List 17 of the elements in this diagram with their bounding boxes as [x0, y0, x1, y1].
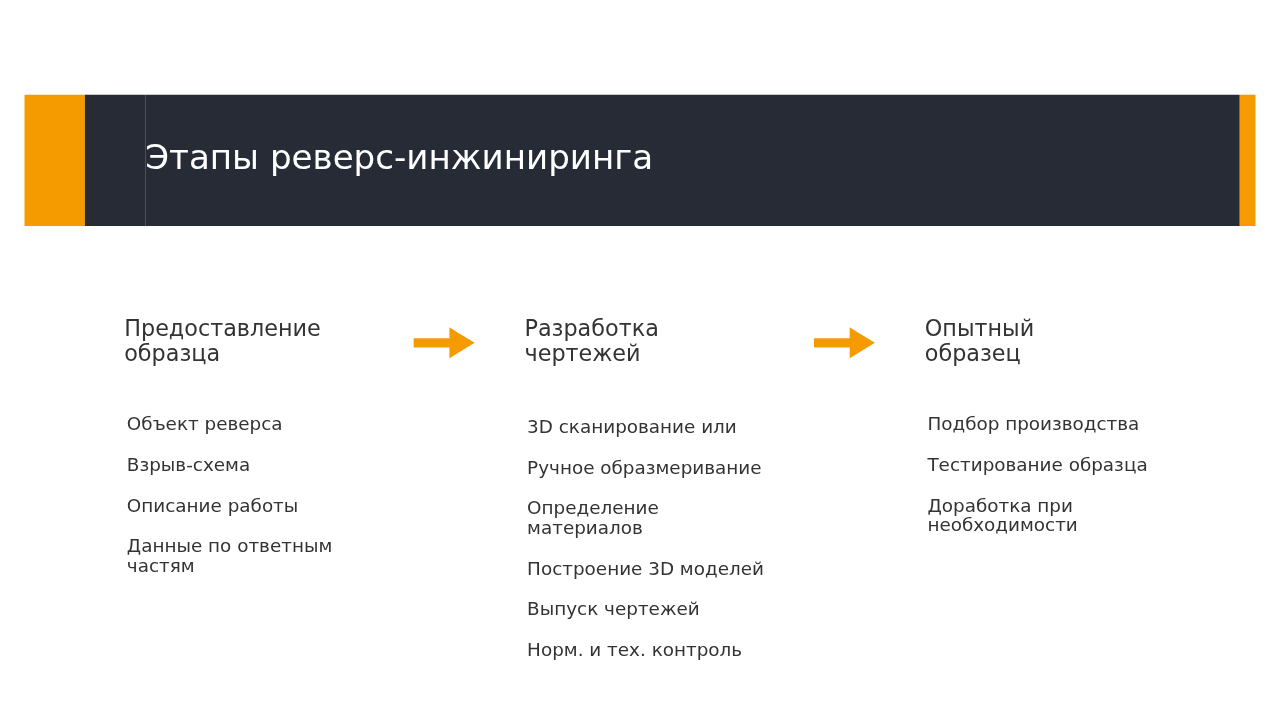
- node-label: Построение 3D моделей: [527, 557, 764, 579]
- node-label: Выпуск чертежей: [527, 597, 700, 619]
- node-label: 3D сканирование или: [527, 415, 737, 437]
- node-text: Разработка чертежей: [524, 314, 659, 366]
- node-label: Данные по ответным частям: [126, 534, 333, 576]
- diagram-title: Этапы реверс-инжиниринга: [145, 136, 654, 177]
- node-label: Норм. и тех. контроль: [527, 638, 743, 660]
- node-label: Доработка при необходимости: [927, 494, 1078, 535]
- node-label: Тестирование образца: [927, 453, 1148, 475]
- node-label: Объект реверса: [126, 412, 283, 434]
- node-label: Подбор производства: [927, 412, 1140, 434]
- node-text: Предоставление образца: [124, 314, 321, 366]
- node-label: Взрыв-схема: [126, 453, 251, 475]
- node-label: Ручное образмеривание: [527, 456, 762, 478]
- node-text: Опытный образец: [924, 314, 1035, 366]
- node-label: Определение материалов: [527, 496, 659, 538]
- node-label: Описание работы: [126, 494, 299, 516]
